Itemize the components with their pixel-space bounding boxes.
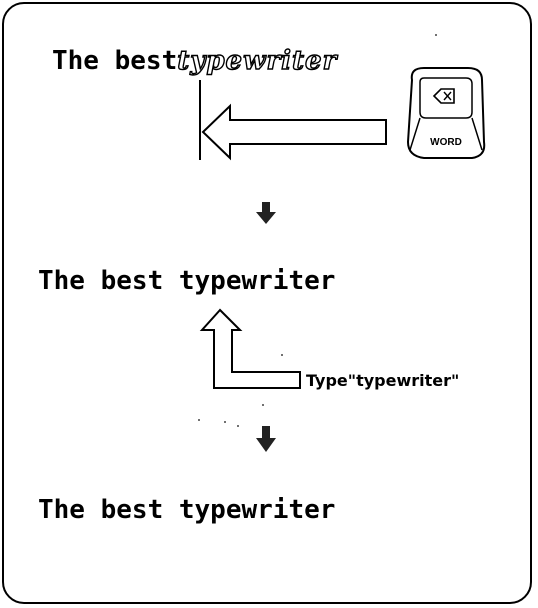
left-arrow bbox=[201, 103, 387, 161]
key-label-word: WORD bbox=[430, 137, 462, 148]
down-arrow-2 bbox=[256, 426, 276, 452]
step2-line: The best typewriter bbox=[38, 266, 336, 296]
type-up-arrow bbox=[199, 308, 301, 389]
scan-speck bbox=[435, 34, 437, 36]
diagram-frame bbox=[2, 2, 532, 604]
scan-speck bbox=[281, 354, 283, 356]
scan-speck bbox=[224, 421, 226, 423]
word-key: WORD bbox=[406, 67, 486, 159]
scan-speck bbox=[262, 404, 264, 406]
step1-outlined-word: typewriter bbox=[177, 46, 338, 76]
step3-line: The best typewriter bbox=[38, 495, 336, 525]
delete-backspace-icon bbox=[432, 88, 455, 104]
step1-line: The besttypewriter bbox=[52, 46, 338, 76]
step1-prefix-text: The best bbox=[52, 46, 178, 76]
down-arrow-1 bbox=[256, 202, 276, 224]
scan-speck bbox=[237, 425, 239, 427]
scan-speck bbox=[198, 419, 200, 421]
type-instruction-label: Type"typewriter" bbox=[306, 371, 460, 390]
